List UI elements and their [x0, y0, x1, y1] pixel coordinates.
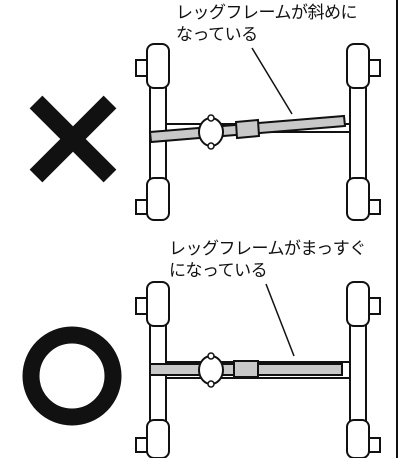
circle-icon	[22, 326, 122, 426]
label-straight-line2: になっている	[169, 261, 268, 281]
leader-line-bottom	[265, 283, 295, 357]
label-slanted-line2: なっている	[176, 25, 258, 45]
cross-icon	[29, 95, 117, 183]
label-slanted-line1: レッグフレームが斜めに	[176, 3, 358, 23]
leader-line-top	[251, 47, 293, 115]
leg-frame-slanted	[135, 43, 381, 221]
label-straight-line1: レッグフレームがまっすぐ	[169, 239, 366, 259]
leg-frame-straight	[135, 281, 381, 458]
